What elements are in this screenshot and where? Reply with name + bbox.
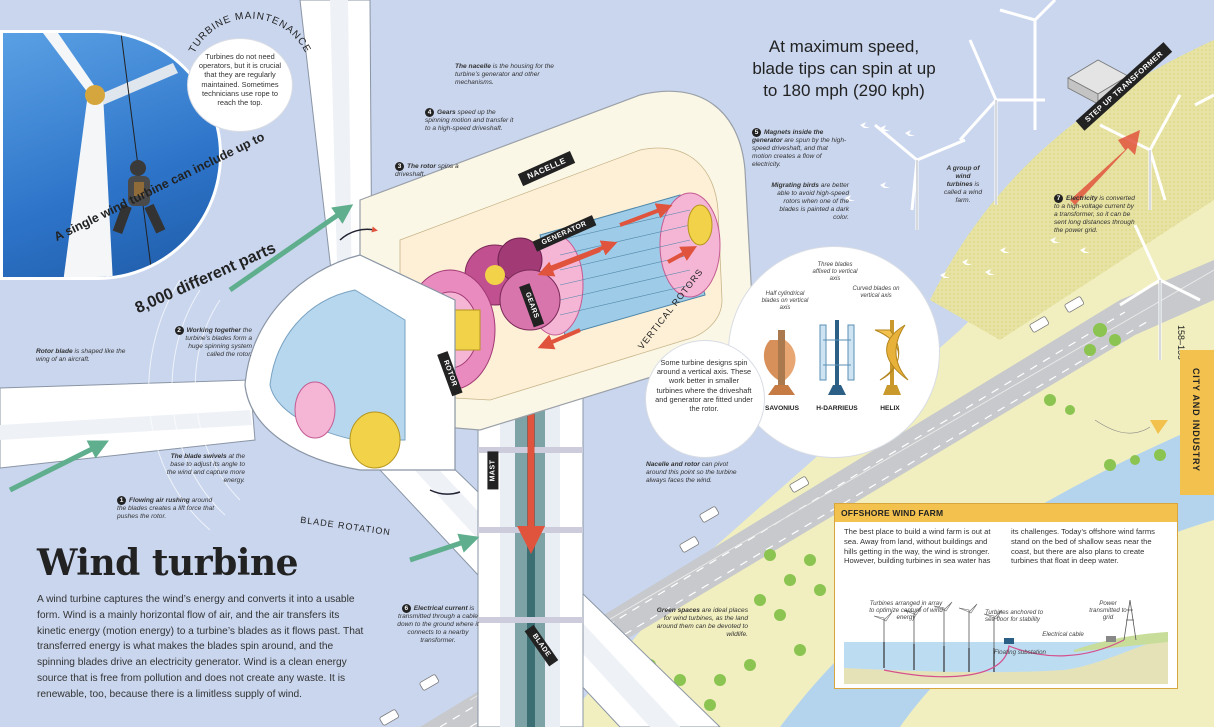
maintenance-photo — [0, 30, 222, 280]
step-number: 6 — [401, 604, 411, 613]
maintenance-bubble — [187, 38, 293, 132]
vertical-rotors-panel — [728, 246, 940, 458]
offshore-diagram — [844, 599, 1168, 684]
savonius-label: SAVONIUS — [765, 405, 799, 412]
step-number: 7 — [1054, 194, 1063, 203]
headline-line-3: to 180 mph (290 kph) — [763, 81, 925, 100]
headline: At maximum speed, blade tips can spin at… — [728, 36, 960, 102]
offshore-heading: OFFSHORE WIND FARM — [835, 504, 1177, 522]
vertical-rotors-bubble — [645, 340, 765, 458]
helix-label: HELIX — [880, 405, 900, 412]
note-blade-swivels: The blade swivels at the base to adjust … — [166, 453, 245, 484]
step-number: 3 — [395, 162, 404, 171]
vertical-rotors-text: Some turbine designs spin around a verti… — [655, 358, 753, 414]
h-darrieus-drawing — [819, 320, 855, 395]
page-title: Wind turbine — [37, 542, 299, 584]
offshore-label-array: Turbines arranged in array to optimize c… — [869, 600, 943, 621]
headline-line-2: blade tips can spin at up — [752, 59, 936, 78]
h-darrieus-label: H-DARRIEUS — [816, 405, 858, 412]
intro-text: A wind turbine captures the wind’s energ… — [37, 594, 364, 700]
maintenance-arc-label: TURBINE MAINTENANCE — [187, 11, 313, 55]
maintenance-arc-text: TURBINE MAINTENANCE — [187, 11, 312, 55]
note-green-spaces: Green spaces are ideal places for wind t… — [656, 607, 748, 638]
helix-drawing — [874, 320, 909, 395]
offshore-col-1: The best place to build a wind farm is o… — [844, 527, 991, 566]
step-number: 4 — [425, 108, 434, 117]
offshore-col-2: its challenges. Today’s offshore wind fa… — [1011, 527, 1155, 566]
offshore-label-cable: Electrical cable — [1042, 631, 1084, 638]
offshore-label-grid: Power transmitted to grid — [1089, 600, 1127, 621]
note-group: A group of wind turbines is called a win… — [943, 165, 983, 204]
maintenance-text: Turbines do not need operators, but it i… — [198, 52, 282, 108]
h-darrieus-caption: Three blades affixed to vertical axis — [812, 262, 858, 282]
step-number: 5 — [752, 128, 761, 137]
headline-line-1: At maximum speed, — [768, 37, 920, 56]
step-number: 1 — [117, 496, 126, 505]
vertical-rotor-drawings — [763, 320, 909, 395]
section-tab-label: CITY AND INDUSTRY — [1191, 368, 1201, 472]
mast-label: MAST — [487, 451, 499, 490]
helix-caption: Curved blades on vertical axis — [852, 286, 900, 299]
step-number: 2 — [174, 326, 184, 335]
savonius-drawing — [763, 330, 796, 395]
note-birds: Migrating birds are better able to avoid… — [771, 182, 849, 221]
note-nacelle: The nacelle is the housing for the turbi… — [455, 63, 554, 86]
svg-text:TURBINE MAINTENANCE: TURBINE MAINTENANCE — [187, 11, 313, 55]
note-rotor-blade: Rotor blade is shaped like the wing of a… — [36, 348, 126, 363]
offshore-panel: OFFSHORE WIND FARM The best place to bui… — [834, 503, 1178, 689]
savonius-caption: Half cylindrical blades on vertical axis — [761, 291, 809, 311]
note-pivot: Nacelle and rotor can pivot around this … — [646, 461, 737, 484]
section-tab: CITY AND INDUSTRY — [1180, 350, 1214, 495]
offshore-label-substation: Floating substation — [994, 649, 1046, 656]
offshore-label-anchored: Turbines anchored to sea floor for stabi… — [985, 609, 1044, 623]
